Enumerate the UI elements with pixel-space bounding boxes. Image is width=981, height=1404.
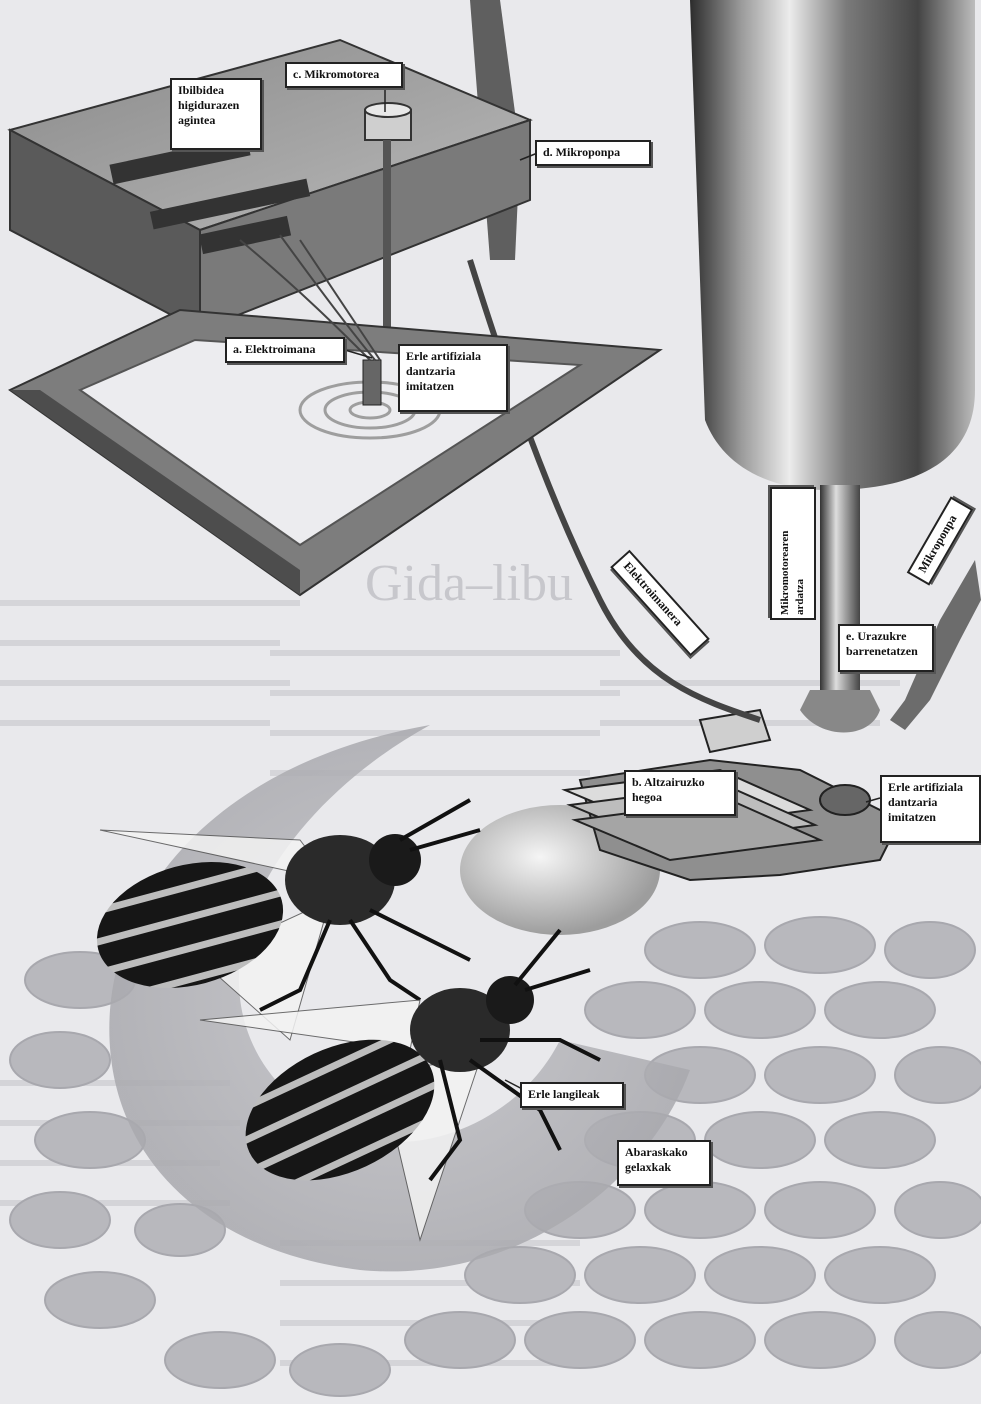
micromotor-shaft	[820, 485, 860, 715]
label-robot-bee-right: Erle artifiziala dantzaria imitatzen	[880, 775, 981, 843]
label-worker-bees: Erle langileak	[520, 1082, 624, 1108]
micromotor-cap	[365, 103, 411, 117]
label-sugar-water: e. Urazukre barrenetatzen	[838, 624, 934, 672]
label-electromagnet: a. Elektroimana	[225, 337, 345, 363]
background-headline: Gida–libu	[365, 555, 573, 612]
label-micromotor: c. Mikromotorea	[285, 62, 403, 88]
label-microsyringe: d. Mikroponpa	[535, 140, 651, 166]
micromotor-cylinder	[690, 0, 975, 490]
label-robot-bee-top: Erle artifiziala dantzaria imitatzen	[398, 344, 508, 412]
label-steering: Ibilbidea higidurazen agintea	[170, 78, 262, 150]
label-honeycomb: Abaraskako gelaxkak	[617, 1140, 711, 1186]
label-brass-wings: b. Altzairuzko hegoa	[624, 770, 736, 816]
tray-robot-bee	[363, 360, 381, 405]
robot-bee-head	[820, 785, 870, 815]
label-micromotor-axis: Mikromotorearen ardatza	[770, 487, 816, 620]
